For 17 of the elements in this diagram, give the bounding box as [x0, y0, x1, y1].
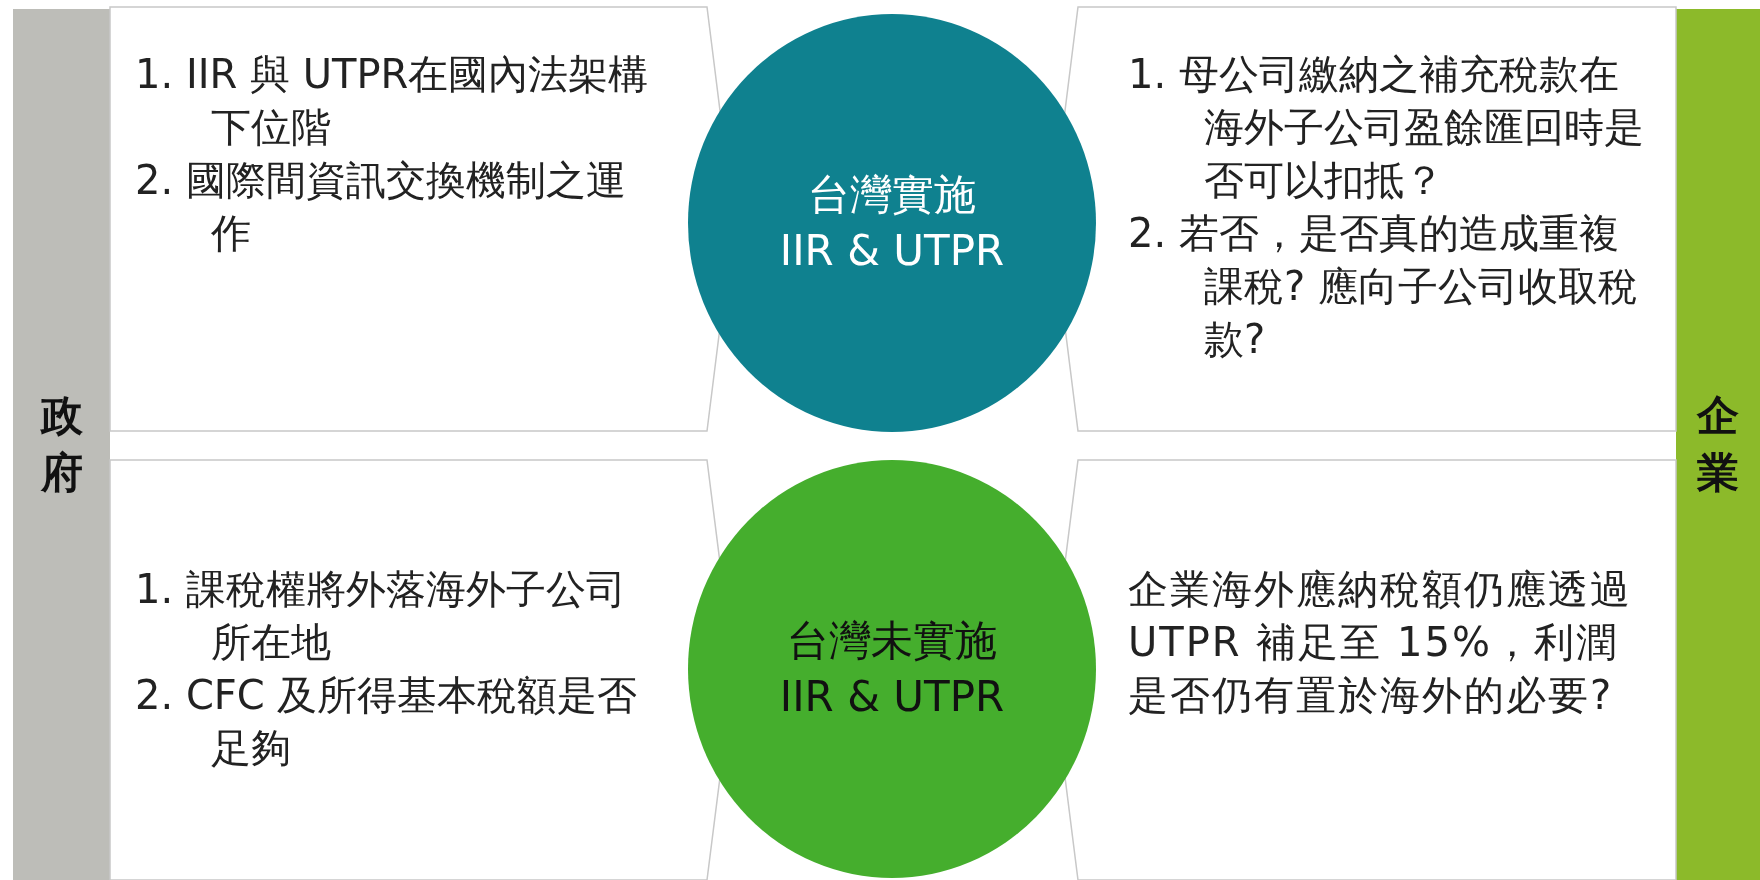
list-item: 企業海外應納稅額仍應透過 UTPR 補足至 15%，利潤是否仍有置於海外的必要?	[1128, 565, 1633, 720]
list-item: 2. CFC 及所得基本稅額是否足夠	[135, 671, 639, 773]
list-item: 1. 母公司繳納之補充稅款在海外子公司盈餘匯回時是否可以扣抵？	[1128, 50, 1645, 205]
text-panel	[1061, 7, 1676, 431]
side-band: 政府	[13, 9, 110, 880]
circle	[688, 460, 1096, 878]
circle-title: 台灣未實施	[786, 615, 998, 667]
circle-title: 台灣實施	[807, 169, 977, 221]
list-item: 1. IIR 與 UTPR在國內法架構下位階	[135, 50, 650, 152]
circle	[688, 14, 1096, 432]
list-item: 2. 國際間資訊交換機制之運作	[135, 156, 627, 258]
text-panel	[110, 7, 724, 431]
list-item: 2. 若否，是否真的造成重複課稅? 應向子公司收取稅款?	[1128, 209, 1639, 364]
circle-subtitle: IIR & UTPR	[779, 671, 1005, 723]
circle-subtitle: IIR & UTPR	[779, 225, 1005, 277]
side-band: 企業	[1676, 9, 1760, 880]
list-item: 1. 課稅權將外落海外子公司所在地	[135, 565, 627, 667]
